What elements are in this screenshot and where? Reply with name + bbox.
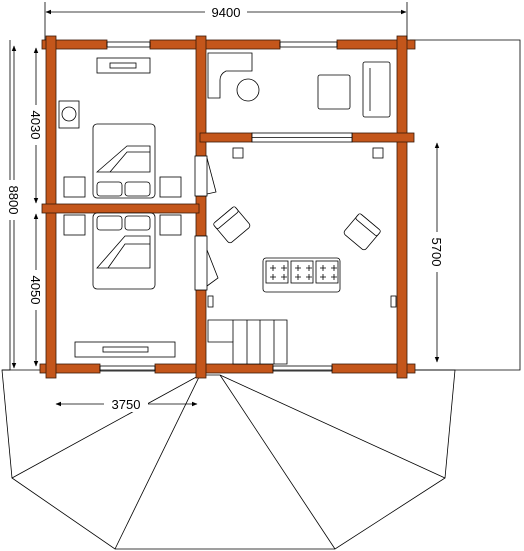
staircase (207, 319, 288, 365)
upper-bedroom-depth-label: 4030 (28, 111, 43, 140)
overall-depth-label: 8800 (6, 186, 21, 215)
terrace-outline (1, 39, 521, 550)
doors (194, 155, 219, 291)
lower-bedroom-depth-label: 4050 (28, 276, 43, 305)
lower-bedroom-furniture (63, 212, 182, 358)
overall-width-label: 9400 (212, 5, 241, 20)
living-room-furniture (207, 206, 397, 308)
study-furniture (207, 52, 391, 159)
upper-bedroom-furniture (58, 57, 182, 199)
living-room-depth-label: 5700 (429, 238, 444, 267)
windows (99, 41, 353, 372)
bedroom-width-label: 3750 (112, 397, 141, 412)
